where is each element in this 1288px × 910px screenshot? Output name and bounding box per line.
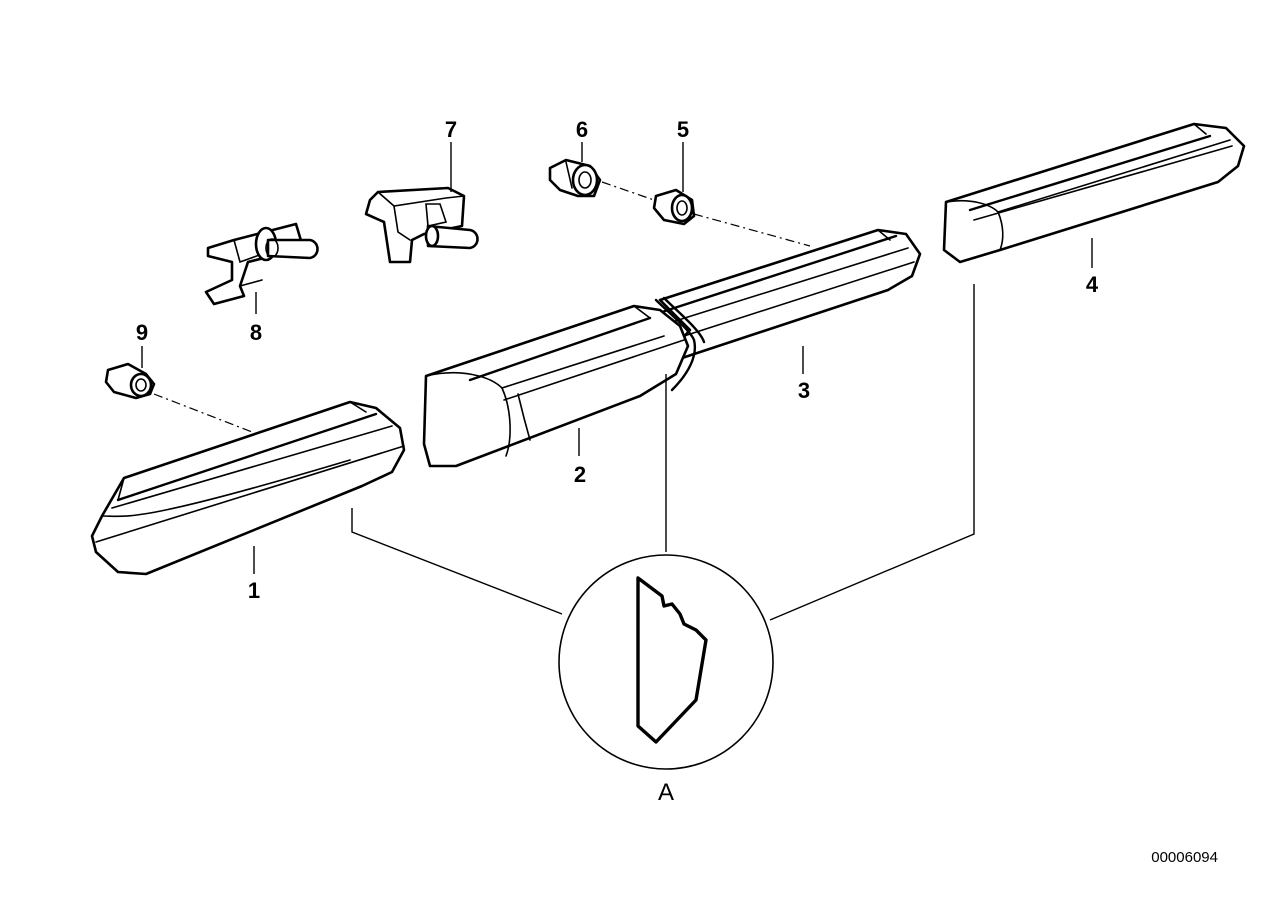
part-number-8: 8 xyxy=(250,320,262,345)
section-detail-circle xyxy=(558,554,774,770)
trim-strip-part-2[interactable] xyxy=(422,296,706,468)
part-number-2: 2 xyxy=(574,462,586,487)
part-number-5: 5 xyxy=(677,117,689,142)
drawing-number: 00006094 xyxy=(1151,849,1218,866)
bushing-part-5[interactable] xyxy=(652,188,696,226)
fastener-part-6[interactable] xyxy=(548,158,602,198)
part-number-6: 6 xyxy=(576,117,588,142)
detail-connector-lines xyxy=(351,284,975,621)
trim-strip-part-4[interactable] xyxy=(942,122,1246,264)
trim-strip-part-1[interactable] xyxy=(90,400,406,576)
clip-part-9[interactable] xyxy=(104,362,156,400)
part-number-9: 9 xyxy=(136,320,148,345)
trim-strip-part-3[interactable] xyxy=(658,228,922,362)
push-clip-part-8[interactable] xyxy=(204,222,319,306)
section-profile xyxy=(636,576,708,744)
part-number-1: 1 xyxy=(248,578,260,603)
part-number-7: 7 xyxy=(445,117,457,142)
part-number-4: 4 xyxy=(1086,272,1099,297)
detail-label: A xyxy=(658,779,674,806)
mounting-clip-part-7[interactable] xyxy=(364,186,479,264)
assembly-axis-lines xyxy=(153,181,811,433)
leader-lines xyxy=(141,142,1093,574)
part-number-3: 3 xyxy=(798,378,810,403)
